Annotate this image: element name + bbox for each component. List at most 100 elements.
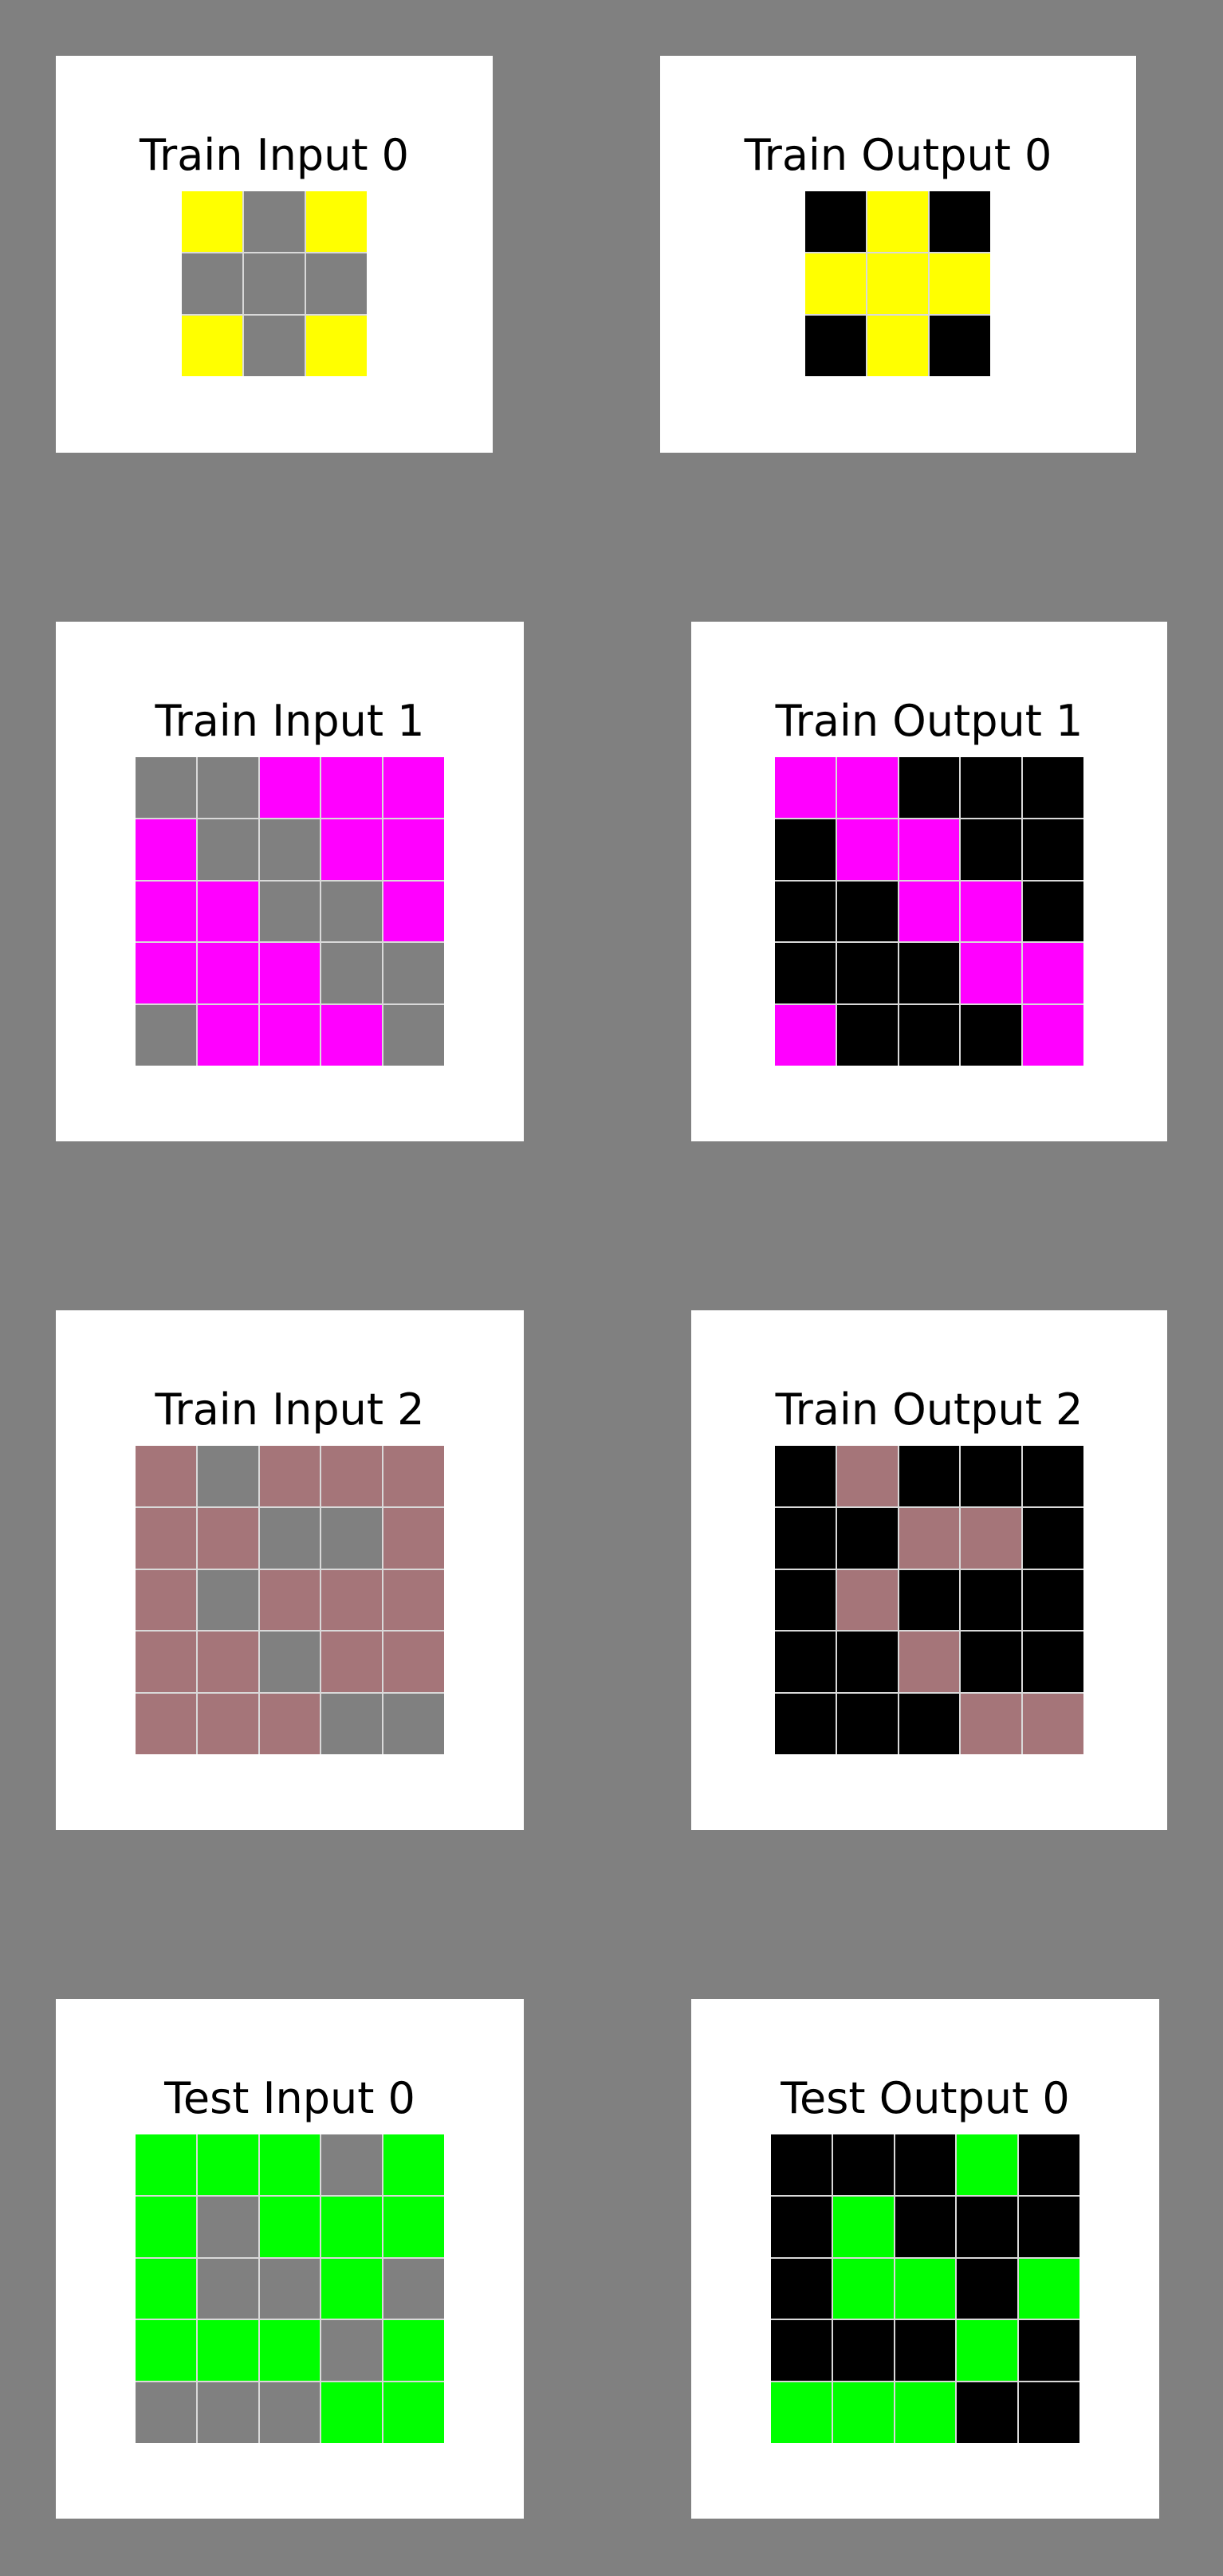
grid-cell: [836, 819, 898, 880]
grid: [771, 2134, 1079, 2443]
grid-cell: [1023, 1569, 1083, 1631]
grid-cell: [383, 2258, 444, 2319]
grid-cell: [957, 2320, 1018, 2382]
grid-cell: [197, 1694, 258, 1754]
grid-cell: [832, 2382, 894, 2443]
grid-cell: [197, 1005, 258, 1066]
grid-cell: [197, 1632, 258, 1693]
grid-cell: [321, 757, 383, 818]
grid-cell: [321, 1507, 383, 1569]
grid-cell: [1023, 943, 1083, 1004]
grid-cell: [961, 1632, 1022, 1693]
grid: [182, 191, 367, 376]
grid-cell: [197, 881, 258, 942]
grid-cell: [136, 1005, 196, 1066]
grid-cell: [1023, 757, 1083, 818]
grid-cell: [895, 2258, 956, 2319]
grid-cell: [805, 316, 866, 376]
grid-cell: [244, 253, 305, 314]
grid-cell: [383, 1694, 444, 1754]
grid-cell: [1019, 2258, 1079, 2319]
grid-cell: [136, 881, 196, 942]
grid-cell: [775, 1632, 836, 1693]
grid: [136, 1446, 444, 1754]
grid-cell: [136, 943, 196, 1004]
grid-cell: [1023, 881, 1083, 942]
test-output-0-panel: Test Output 0: [691, 1999, 1159, 2519]
grid-cell: [771, 2196, 832, 2257]
grid-cell: [836, 1569, 898, 1631]
grid-cell: [244, 316, 305, 376]
grid-cell: [775, 881, 836, 942]
grid-cell: [867, 253, 928, 314]
panel-title: Train Input 1: [155, 696, 425, 746]
grid-cell: [775, 1507, 836, 1569]
grid-cell: [321, 2320, 383, 2382]
grid-cell: [259, 1507, 320, 1569]
panel-title: Test Output 0: [781, 2073, 1070, 2123]
grid-cell: [957, 2382, 1018, 2443]
grid-cell: [957, 2196, 1018, 2257]
grid-cell: [1023, 1005, 1083, 1066]
grid-cell: [306, 316, 367, 376]
grid-cell: [197, 819, 258, 880]
grid-cell: [832, 2196, 894, 2257]
grid-cell: [836, 1005, 898, 1066]
grid-cell: [321, 943, 383, 1004]
grid: [775, 757, 1083, 1066]
grid-cell: [321, 1446, 383, 1506]
grid-cell: [321, 2196, 383, 2257]
grid-cell: [321, 819, 383, 880]
grid-cell: [895, 2382, 956, 2443]
grid-cell: [259, 2382, 320, 2443]
grid-cell: [383, 1507, 444, 1569]
grid-cell: [957, 2134, 1018, 2195]
grid-cell: [1019, 2320, 1079, 2382]
grid-cell: [775, 757, 836, 818]
panel-title: Train Output 0: [744, 130, 1052, 180]
panel-title: Train Output 1: [775, 696, 1083, 746]
grid-cell: [961, 819, 1022, 880]
grid-cell: [771, 2134, 832, 2195]
grid-cell: [836, 757, 898, 818]
grid-cell: [136, 1507, 196, 1569]
grid-cell: [136, 2382, 196, 2443]
grid-cell: [836, 1632, 898, 1693]
grid-cell: [899, 943, 960, 1004]
grid-cell: [259, 819, 320, 880]
grid-cell: [197, 2382, 258, 2443]
grid-cell: [899, 1632, 960, 1693]
grid-cell: [805, 191, 866, 252]
grid-cell: [836, 943, 898, 1004]
grid-cell: [321, 881, 383, 942]
grid-cell: [961, 1569, 1022, 1631]
grid: [805, 191, 990, 376]
grid-cell: [136, 1694, 196, 1754]
grid-cell: [197, 2134, 258, 2195]
grid-cell: [321, 1632, 383, 1693]
grid-cell: [136, 819, 196, 880]
grid-cell: [259, 2134, 320, 2195]
grid-cell: [930, 191, 990, 252]
grid-cell: [197, 2196, 258, 2257]
grid-cell: [805, 253, 866, 314]
grid-cell: [1023, 819, 1083, 880]
train-input-0-panel: Train Input 0: [56, 56, 493, 453]
grid-cell: [259, 1446, 320, 1506]
grid-cell: [383, 1632, 444, 1693]
grid-cell: [895, 2134, 956, 2195]
grid-cell: [832, 2320, 894, 2382]
grid-cell: [961, 1507, 1022, 1569]
grid-cell: [1019, 2134, 1079, 2195]
grid-cell: [259, 1005, 320, 1066]
grid-cell: [961, 1005, 1022, 1066]
grid-cell: [197, 1507, 258, 1569]
grid-cell: [383, 943, 444, 1004]
train-output-2-panel: Train Output 2: [691, 1310, 1167, 1830]
grid-cell: [259, 943, 320, 1004]
grid-cell: [1019, 2196, 1079, 2257]
grid-cell: [895, 2320, 956, 2382]
panel-title: Train Output 2: [775, 1384, 1083, 1435]
grid-cell: [832, 2134, 894, 2195]
grid-cell: [775, 943, 836, 1004]
